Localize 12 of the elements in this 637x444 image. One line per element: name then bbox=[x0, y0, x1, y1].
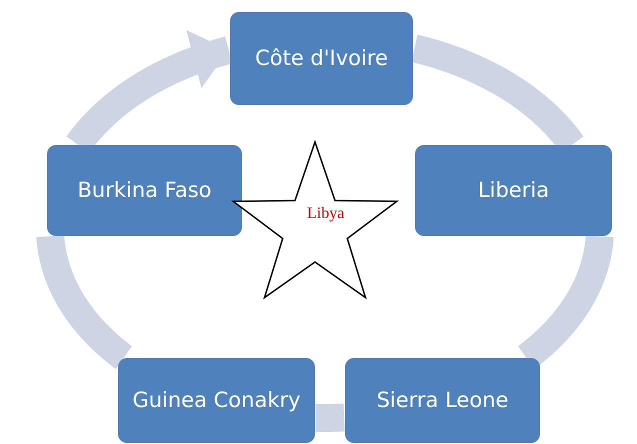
country-box bbox=[230, 12, 413, 105]
country-label: Côte d'Ivoire bbox=[254, 44, 389, 72]
star-label: Libya bbox=[307, 205, 344, 223]
country-box bbox=[415, 145, 612, 236]
country-label: Liberia bbox=[476, 176, 550, 204]
country-box bbox=[118, 358, 315, 443]
country-box bbox=[47, 145, 242, 236]
country-label: Burkina Faso bbox=[76, 176, 212, 204]
country-label: Guinea Conakry bbox=[131, 386, 302, 414]
country-label: Sierra Leone bbox=[376, 386, 510, 414]
country-box bbox=[345, 358, 540, 443]
star-shape bbox=[229, 140, 401, 300]
